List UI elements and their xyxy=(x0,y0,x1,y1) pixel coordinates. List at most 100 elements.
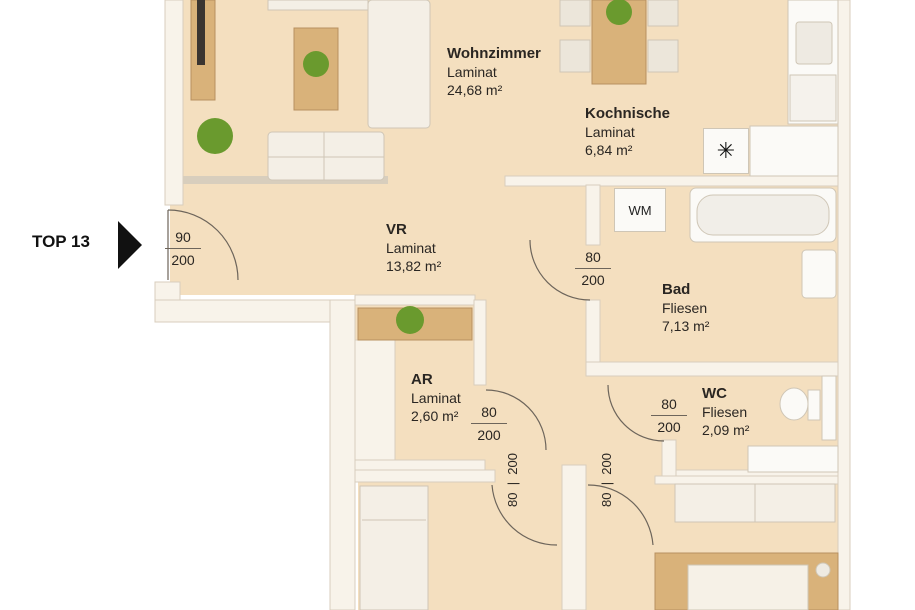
floor-ar xyxy=(395,350,475,465)
sofa xyxy=(267,0,431,181)
room-floor: Laminat xyxy=(386,240,436,256)
door-dim-left-room: 80 | 200 xyxy=(505,453,520,507)
room-label-bad: Bad Fliesen 7,13 m² xyxy=(662,281,709,335)
room-floor: Laminat xyxy=(585,124,635,140)
room-name: WC xyxy=(702,385,727,402)
door-dim-entrance: 90 200 xyxy=(165,229,201,268)
sofa-bottom xyxy=(267,131,385,181)
hob-icon: ✳ xyxy=(703,128,749,174)
room-floor: Laminat xyxy=(411,390,461,406)
entry-arrow-icon xyxy=(118,221,142,269)
wall-bad-left-lower xyxy=(585,299,601,371)
room-area: 6,84 m² xyxy=(585,142,633,158)
kitchen-bottom-counter xyxy=(749,125,839,177)
room-label-kochnische: Kochnische Laminat 6,84 m² xyxy=(585,105,670,159)
room-name: Kochnische xyxy=(585,105,671,122)
wall-bad-left xyxy=(585,184,601,246)
door-width: 80 xyxy=(651,396,687,416)
plants xyxy=(197,0,632,334)
wc-sink xyxy=(821,375,837,441)
wall-ar-bottom xyxy=(354,459,486,471)
room-floor: Laminat xyxy=(447,64,497,80)
plant-icon xyxy=(303,51,329,77)
wall-right-room-top xyxy=(654,475,839,485)
door-width: 80 xyxy=(599,492,614,507)
door-height: 200 xyxy=(505,453,520,475)
wc-tank xyxy=(807,389,821,421)
room-label-ar: AR Laminat 2,60 m² xyxy=(411,371,461,425)
room-label-wc: WC Fliesen 2,09 m² xyxy=(702,385,749,439)
wall-stair xyxy=(154,299,356,323)
door-dim-wc: 80 200 xyxy=(651,396,687,435)
bedroom-furniture xyxy=(359,483,839,610)
left-wardrobe xyxy=(359,485,429,610)
door-width: 80 xyxy=(505,492,520,507)
door-height: 200 xyxy=(657,419,681,435)
wall-outer-right xyxy=(837,0,851,610)
wall-stair-vertical xyxy=(329,299,356,610)
wall-mid-post xyxy=(561,464,587,610)
wc-counter xyxy=(747,445,839,473)
plant-icon xyxy=(396,306,424,334)
room-area: 13,82 m² xyxy=(386,258,442,274)
entrance-door-swing xyxy=(167,209,239,281)
chair-3 xyxy=(647,0,679,27)
room-name: AR xyxy=(411,371,433,388)
door-dim-ar: 80 200 xyxy=(471,404,507,443)
room-name: Wohnzimmer xyxy=(447,45,541,62)
bath-sink xyxy=(801,249,837,299)
room-label-wohnzimmer: Wohnzimmer Laminat 24,68 m² xyxy=(447,45,541,99)
entry-label: TOP 13 xyxy=(32,232,90,251)
room-area: 24,68 m² xyxy=(447,82,503,98)
bad-door-swing xyxy=(529,239,591,301)
wc-toilet xyxy=(779,387,809,421)
door-width: 80 xyxy=(575,249,611,269)
sofa-side xyxy=(367,0,431,129)
bathroom-fixtures xyxy=(689,187,839,473)
right-room-door-swing xyxy=(587,484,654,546)
wall-hall-bottom xyxy=(354,469,496,483)
plant-icon xyxy=(606,0,632,25)
chair-1 xyxy=(559,0,591,27)
plant-icon xyxy=(197,118,233,154)
door-width: 80 xyxy=(471,404,507,424)
door-width: 90 xyxy=(165,229,201,249)
floor-vr xyxy=(170,180,600,295)
washing-machine: WM xyxy=(614,188,666,232)
chair-2 xyxy=(559,39,591,73)
room-floor: Fliesen xyxy=(702,404,748,420)
ar-door-swing xyxy=(485,389,547,451)
wc-door-swing xyxy=(607,384,665,442)
left-room-door-swing xyxy=(491,484,558,546)
tv xyxy=(197,0,205,65)
wall-ar-left xyxy=(354,339,396,471)
walls xyxy=(154,0,851,610)
wall-ar-top xyxy=(354,294,476,306)
wall-outer-left-top xyxy=(164,0,184,206)
chair-4 xyxy=(647,39,679,73)
kitchen-sink xyxy=(795,21,833,65)
sofa-back xyxy=(267,0,369,11)
room-area: 2,09 m² xyxy=(702,422,750,438)
bathtub-inner xyxy=(696,194,830,236)
door-height: 200 xyxy=(477,427,501,443)
kitchen xyxy=(749,0,839,177)
wall-wc-left xyxy=(661,439,677,481)
wall-kitchen-bottom xyxy=(504,175,839,187)
room-label-vr: VR Laminat 13,82 m² xyxy=(386,221,441,275)
room-name: VR xyxy=(386,221,407,238)
room-floor: Fliesen xyxy=(662,300,708,316)
wall-bad-bottom xyxy=(585,361,839,377)
door-dim-right-room: 80 | 200 xyxy=(599,453,614,507)
door-height: 200 xyxy=(599,453,614,475)
room-name: Bad xyxy=(662,281,691,298)
room-area: 2,60 m² xyxy=(411,408,459,424)
door-height: 200 xyxy=(581,272,605,288)
lamp-icon xyxy=(815,562,831,578)
right-bed-pillow xyxy=(687,564,809,610)
door-height: 200 xyxy=(171,252,195,268)
door-swings xyxy=(167,209,665,546)
room-area: 7,13 m² xyxy=(662,318,710,334)
wall-ar-right xyxy=(473,299,487,386)
